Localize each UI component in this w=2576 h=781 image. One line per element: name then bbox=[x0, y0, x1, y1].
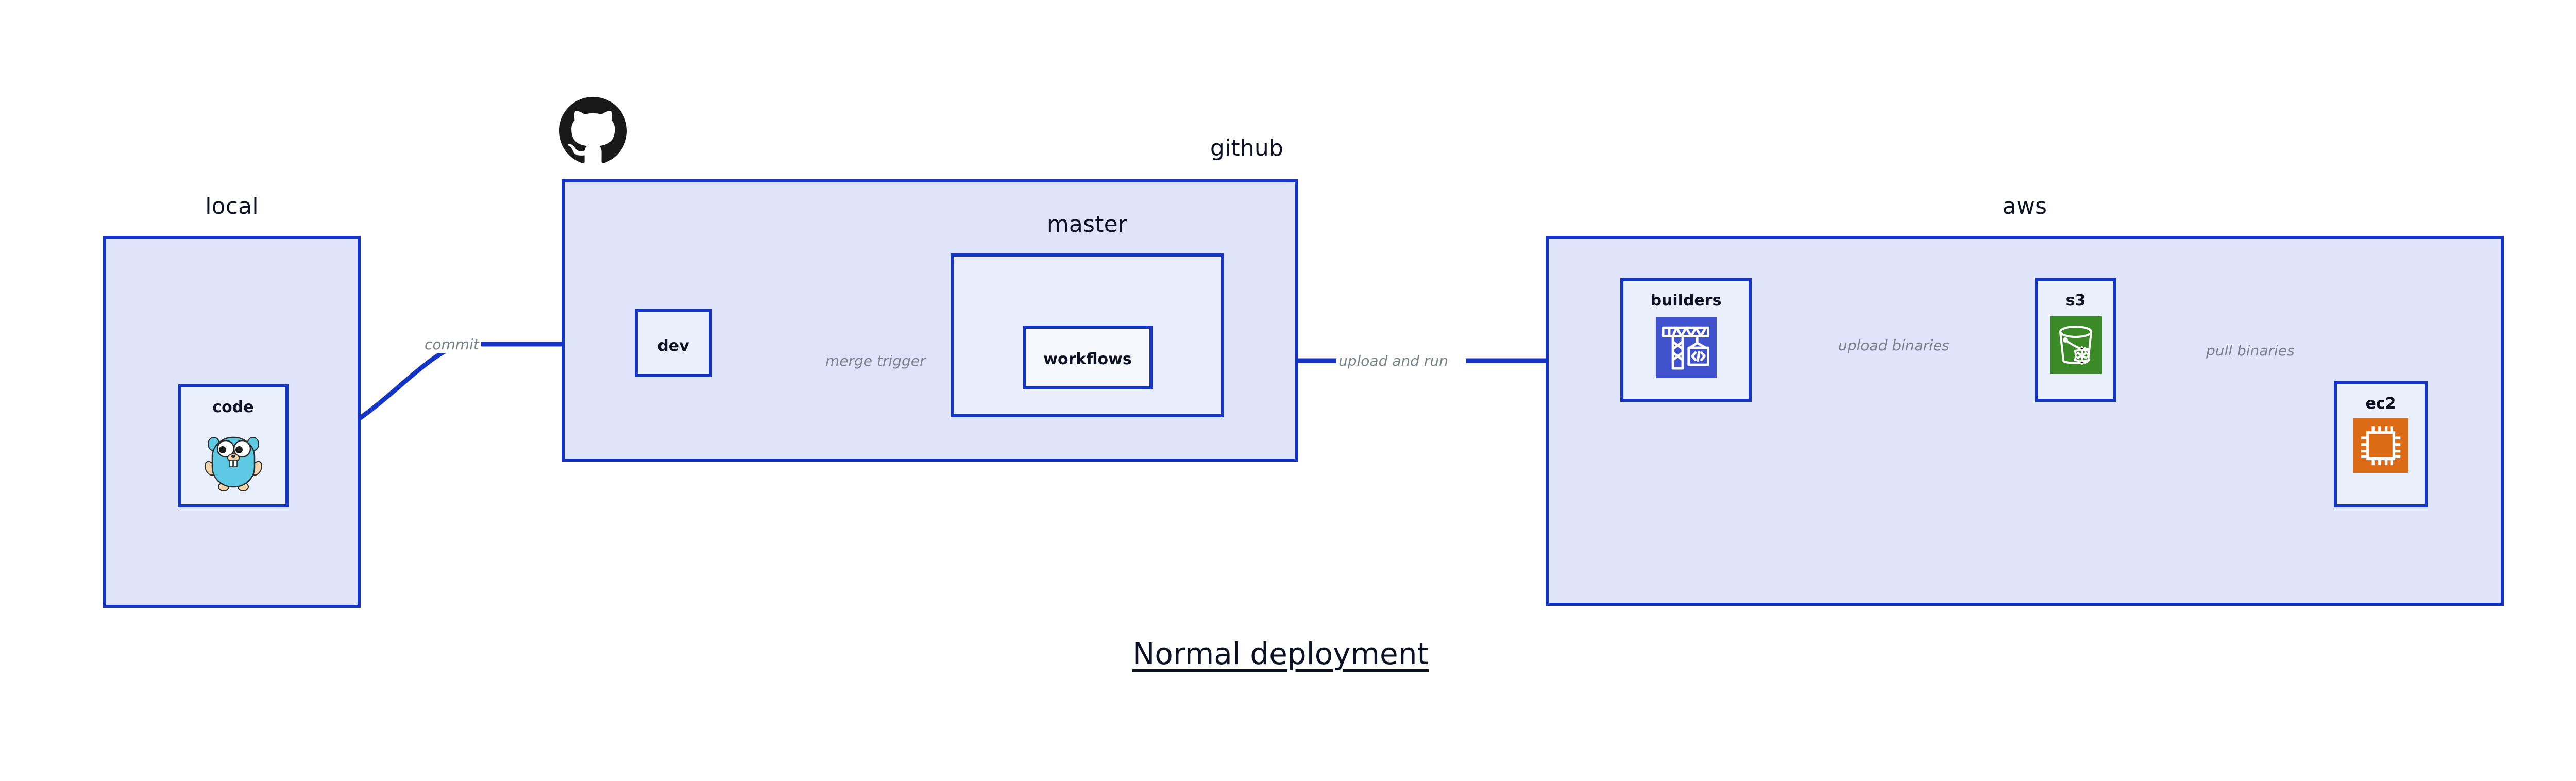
edge-label-upload-binaries: upload binaries bbox=[1836, 337, 1952, 354]
edge-label-pull-binaries: pull binaries bbox=[2204, 342, 2297, 359]
page-title: Normal deployment bbox=[1132, 636, 1429, 671]
edge-label-commit: commit bbox=[422, 336, 481, 353]
s3-bucket-icon-wrap bbox=[2038, 316, 2113, 374]
subgroup-label-master: master bbox=[1046, 211, 1128, 237]
node-s3[interactable]: s3 bbox=[2035, 278, 2116, 402]
node-workflows[interactable]: workflows bbox=[1023, 326, 1153, 389]
node-label-s3: s3 bbox=[2065, 292, 2086, 310]
group-label-aws: aws bbox=[2002, 193, 2047, 219]
node-code[interactable]: code bbox=[178, 384, 289, 507]
node-label-code: code bbox=[212, 398, 254, 416]
go-gopher-icon-wrap bbox=[181, 427, 285, 491]
ec2-cpu-chip-icon bbox=[2353, 418, 2408, 473]
group-label-local: local bbox=[205, 193, 259, 219]
github-octocat-icon bbox=[559, 97, 627, 165]
node-label-dev: dev bbox=[657, 337, 689, 355]
edge-label-merge-trigger: merge trigger bbox=[823, 352, 928, 369]
crane-builder-icon-wrap bbox=[1623, 317, 1749, 378]
node-ec2[interactable]: ec2 bbox=[2334, 381, 2428, 507]
node-builders[interactable]: builders bbox=[1620, 278, 1752, 402]
go-gopher-icon bbox=[205, 436, 262, 491]
ec2-cpu-chip-icon-wrap bbox=[2337, 418, 2425, 473]
node-label-workflows: workflows bbox=[1043, 350, 1132, 368]
node-label-ec2: ec2 bbox=[2365, 395, 2396, 413]
node-dev[interactable]: dev bbox=[635, 309, 712, 377]
edge-label-upload-and-run: upload and run bbox=[1336, 352, 1450, 369]
node-label-builders: builders bbox=[1650, 292, 1722, 310]
group-label-github: github bbox=[1210, 135, 1284, 161]
s3-bucket-icon bbox=[2050, 316, 2102, 374]
crane-builder-icon bbox=[1655, 317, 1717, 378]
